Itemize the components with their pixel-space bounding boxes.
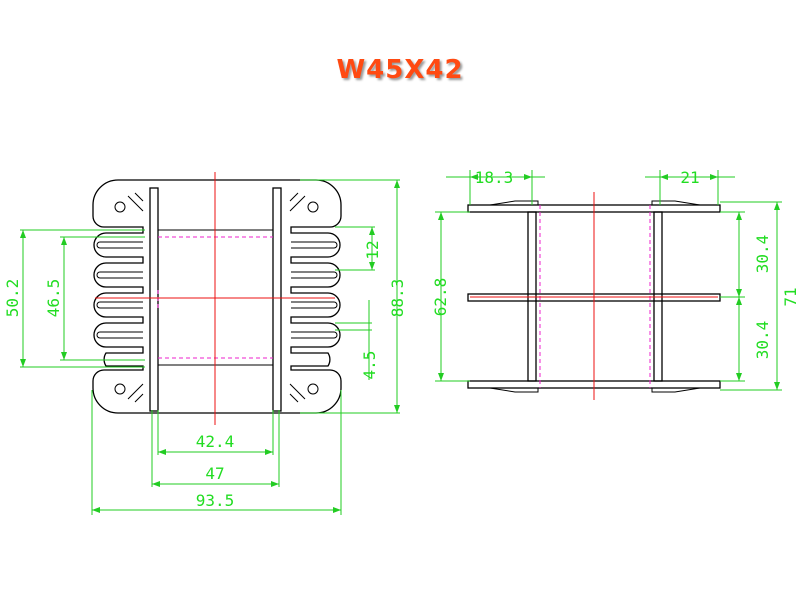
dim-21: 21	[680, 168, 699, 187]
drawing-title: W45X42	[336, 55, 464, 85]
left-slots	[96, 241, 143, 339]
front-arrowheads	[20, 180, 400, 513]
left-flange	[149, 187, 159, 412]
dim-71: 71	[781, 287, 800, 306]
side-arrowheads	[438, 174, 780, 390]
dim-62-8: 62.8	[431, 278, 450, 317]
front-outline	[92, 179, 342, 414]
dim-88-3: 88.3	[388, 279, 407, 318]
plate-tabs	[489, 200, 701, 393]
dim-4-5: 4.5	[360, 351, 379, 380]
dim-42-4: 42.4	[196, 432, 235, 451]
corner-holes	[114, 192, 319, 403]
dim-30-4-upper: 30.4	[753, 235, 772, 274]
dim-12: 12	[363, 240, 382, 259]
right-flange	[272, 187, 282, 412]
dim-93-5: 93.5	[196, 491, 235, 510]
side-view: 18.3 21 62.8 30.4 30.4 71	[431, 168, 800, 400]
dim-50-2: 50.2	[3, 279, 22, 318]
front-dimension-lines	[20, 179, 400, 515]
dim-46-5: 46.5	[44, 279, 63, 318]
side-dimension-lines	[435, 170, 782, 391]
dim-30-4-lower: 30.4	[753, 321, 772, 360]
dim-18-3: 18.3	[475, 168, 514, 187]
dim-47: 47	[205, 464, 224, 483]
right-slots	[291, 241, 338, 339]
front-view: 42.4 47 93.5 50.2 46.5 12 4.5 88.3	[3, 172, 407, 515]
